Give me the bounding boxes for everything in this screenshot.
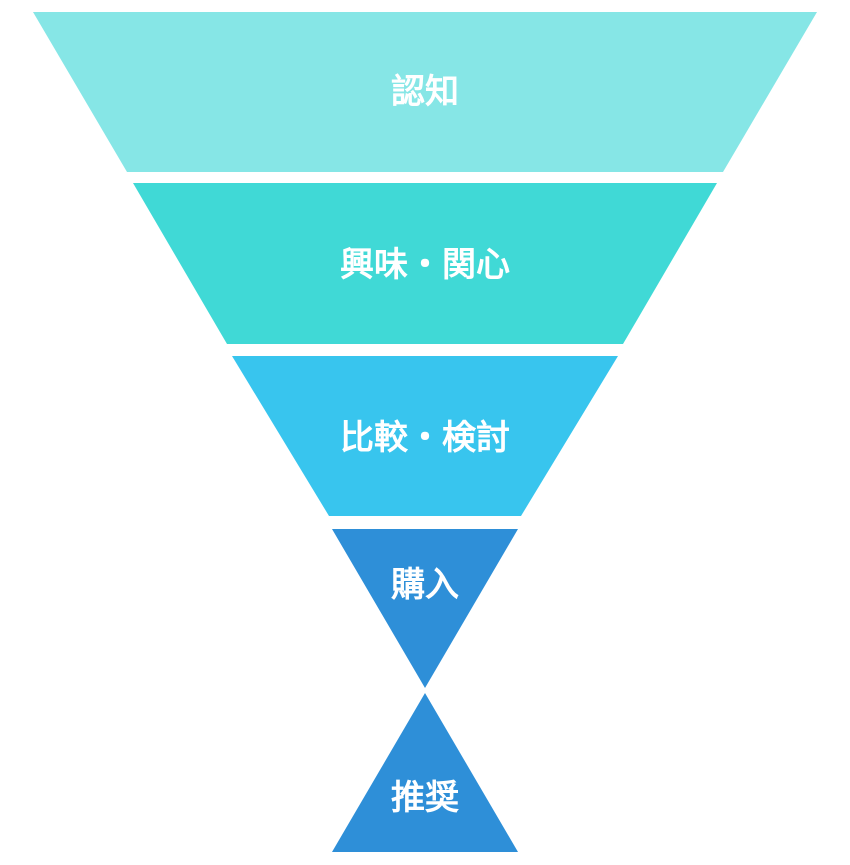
stage-interest: 興味・関心 [133,183,717,344]
stage-label: 興味・関心 [340,245,510,285]
stage-label: 推奨 [391,778,459,818]
stage-shape [232,356,618,516]
stage-comparison: 比較・検討 [232,356,618,516]
stage-label: 比較・検討 [340,418,510,458]
stage-awareness: 認知 [33,12,817,172]
stage-purchase: 購入 [332,529,518,688]
stage-shape [332,529,518,688]
stage-label: 認知 [391,72,459,112]
stage-label: 購入 [391,565,459,605]
stage-shape [33,12,817,172]
stage-shape [133,183,717,344]
stage-recommendation: 推奨 [332,693,518,852]
stage-shape [332,693,518,852]
